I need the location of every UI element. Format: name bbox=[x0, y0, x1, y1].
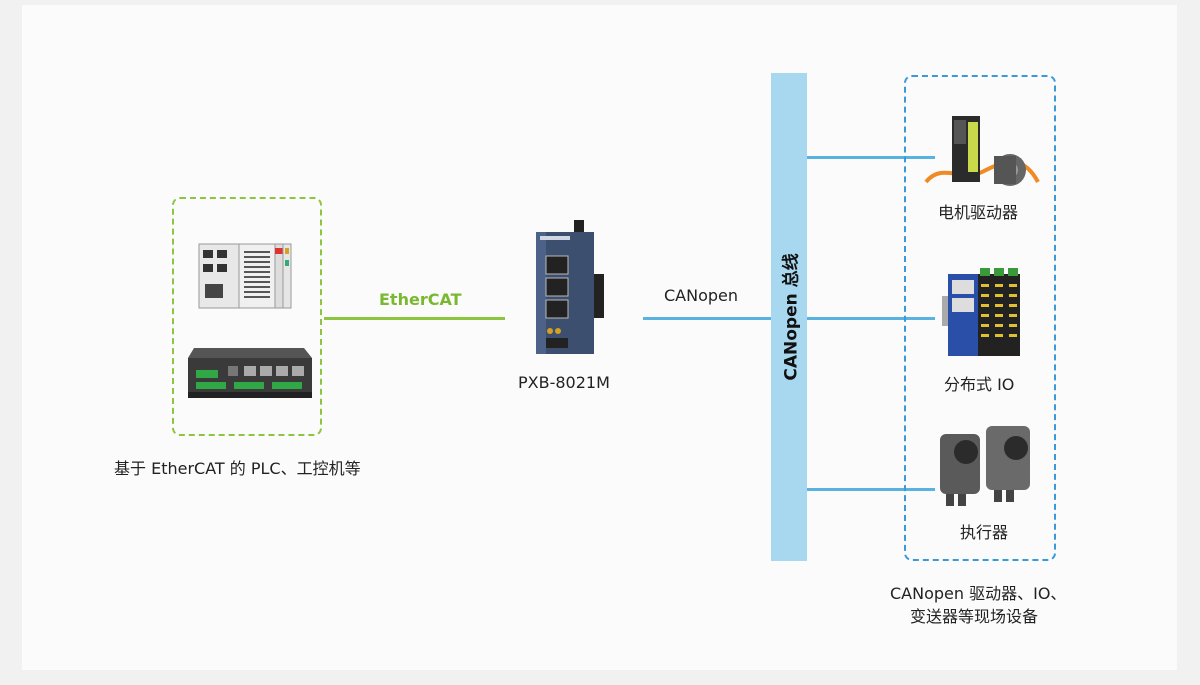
canopen-bus bbox=[771, 73, 807, 561]
actuator-icon bbox=[940, 426, 1030, 506]
device-label-actuator: 执行器 bbox=[960, 523, 1009, 542]
canopen-label: CANopen bbox=[664, 286, 739, 305]
canopen-bus-label: CANopen 总线 bbox=[781, 253, 802, 381]
branch-line-actuator bbox=[807, 488, 935, 491]
motor-driver-icon bbox=[924, 116, 1040, 186]
field-devices-box bbox=[904, 75, 1056, 561]
ethercat-link bbox=[324, 317, 505, 320]
controller-group-box bbox=[172, 197, 322, 436]
device-label-motor-driver: 电机驱动器 bbox=[938, 203, 1019, 222]
plc-module-icon bbox=[198, 243, 292, 309]
ethercat-label: EtherCAT bbox=[379, 290, 462, 309]
device-label-distributed-io: 分布式 IO bbox=[944, 375, 1015, 394]
branch-line-distributed-io bbox=[807, 317, 935, 320]
field-devices-caption-line2: 变送器等现场设备 bbox=[910, 607, 1039, 626]
branch-line-motor-driver bbox=[807, 156, 935, 159]
gateway-name: PXB-8021M bbox=[518, 373, 610, 392]
distributed-io-icon bbox=[942, 268, 1020, 356]
gateway-device-icon bbox=[536, 220, 604, 354]
field-devices-caption-line1: CANopen 驱动器、IO、 bbox=[890, 584, 1067, 603]
industrial-pc-icon bbox=[188, 348, 312, 398]
canopen-link bbox=[643, 317, 771, 320]
controller-group-caption: 基于 EtherCAT 的 PLC、工控机等 bbox=[114, 459, 361, 478]
